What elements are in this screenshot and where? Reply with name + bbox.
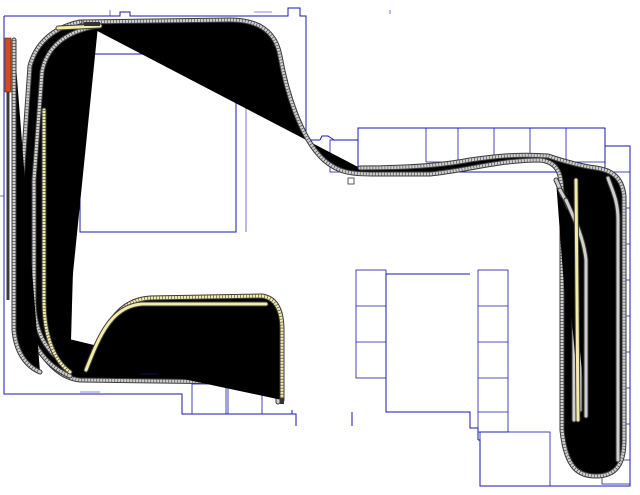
mainline-track [14, 20, 624, 476]
yellow-sidings [44, 26, 578, 420]
small-markers [84, 22, 355, 404]
lower-middle-cabinets [355, 269, 509, 433]
dimension-ticks [0, 10, 540, 487]
room-walls [3, 7, 631, 487]
red-staging-track [4, 37, 12, 300]
